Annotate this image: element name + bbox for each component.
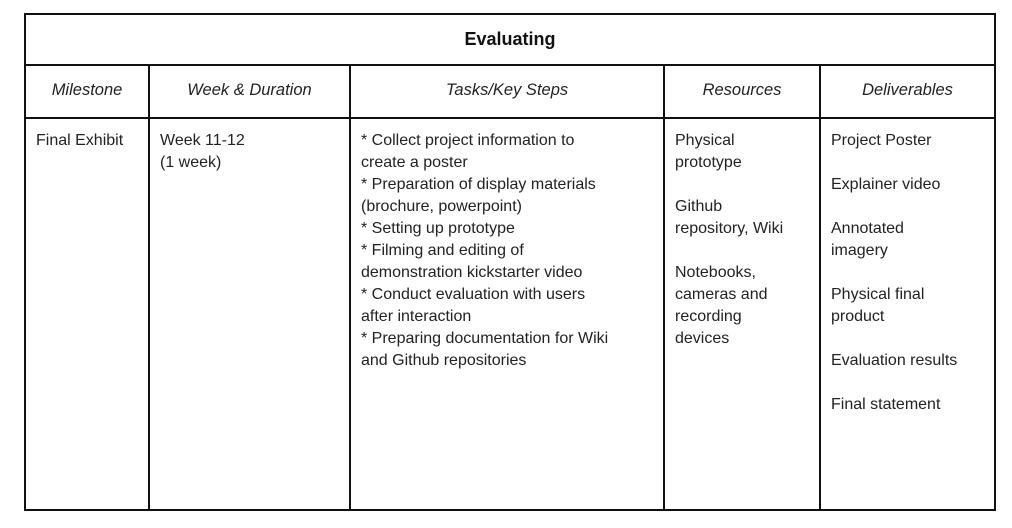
deliverables-cell: Project Poster Explainer video Annotated… — [819, 117, 994, 509]
resource-line: repository, Wiki — [675, 220, 784, 237]
task-line: * Conduct evaluation with users — [361, 286, 586, 303]
week-range: Week 11-12 — [160, 132, 245, 149]
task-line: after interaction — [361, 308, 472, 325]
resource-item: Github repository, Wiki — [675, 196, 809, 240]
tasks-cell: * Collect project information to create … — [349, 117, 663, 509]
task-line: * Filming and editing of — [361, 242, 524, 259]
deliverable-line: Evaluation results — [831, 352, 958, 369]
deliverable-line: Explainer video — [831, 176, 941, 193]
deliverable-item: Annotated imagery — [831, 218, 984, 262]
deliverable-line: Final statement — [831, 396, 941, 413]
resource-item: Notebooks, cameras and recording devices — [675, 262, 809, 350]
deliverable-item: Final statement — [831, 394, 984, 416]
milestone-text: Final Exhibit — [36, 132, 124, 149]
header-tasks: Tasks/Key Steps — [349, 64, 663, 117]
task-line: * Preparation of display materials — [361, 176, 596, 193]
header-row: Milestone Week & Duration Tasks/Key Step… — [26, 64, 994, 119]
table-title: Evaluating — [26, 15, 994, 66]
resource-line: Notebooks, — [675, 264, 756, 281]
evaluating-table: Evaluating Milestone Week & Duration Tas… — [24, 13, 996, 511]
resource-line: recording — [675, 308, 742, 325]
task-line: * Collect project information to — [361, 132, 575, 149]
deliverable-item: Evaluation results — [831, 350, 984, 372]
deliverable-line: Project Poster — [831, 132, 932, 149]
resource-line: Github — [675, 198, 723, 215]
task-line: * Preparing documentation for Wiki — [361, 330, 609, 347]
resource-line: devices — [675, 330, 730, 347]
task-line: * Setting up prototype — [361, 220, 515, 237]
resource-line: prototype — [675, 154, 742, 171]
deliverable-line: imagery — [831, 242, 888, 259]
task-line: create a poster — [361, 154, 468, 171]
deliverable-line: product — [831, 308, 885, 325]
header-deliverables: Deliverables — [819, 64, 994, 117]
resource-item: Physical prototype — [675, 130, 809, 174]
resources-cell: Physical prototype Github repository, Wi… — [663, 117, 819, 509]
milestone-cell: Final Exhibit — [26, 117, 148, 509]
deliverable-line: Annotated — [831, 220, 904, 237]
week-duration: (1 week) — [160, 154, 222, 171]
header-resources: Resources — [663, 64, 819, 117]
task-line: demonstration kickstarter video — [361, 264, 583, 281]
header-milestone: Milestone — [51, 81, 123, 99]
resource-line: cameras and — [675, 286, 768, 303]
table-row: Final Exhibit Week 11-12 (1 week) * Coll… — [26, 117, 994, 509]
header-week-duration: Week & Duration — [148, 64, 349, 117]
resource-line: Physical — [675, 132, 735, 149]
week-cell: Week 11-12 (1 week) — [148, 117, 349, 509]
task-line: and Github repositories — [361, 352, 527, 369]
deliverable-item: Project Poster — [831, 130, 984, 152]
deliverable-line: Physical final — [831, 286, 925, 303]
deliverable-item: Physical final product — [831, 284, 984, 328]
deliverable-item: Explainer video — [831, 174, 984, 196]
task-line: (brochure, powerpoint) — [361, 198, 522, 215]
